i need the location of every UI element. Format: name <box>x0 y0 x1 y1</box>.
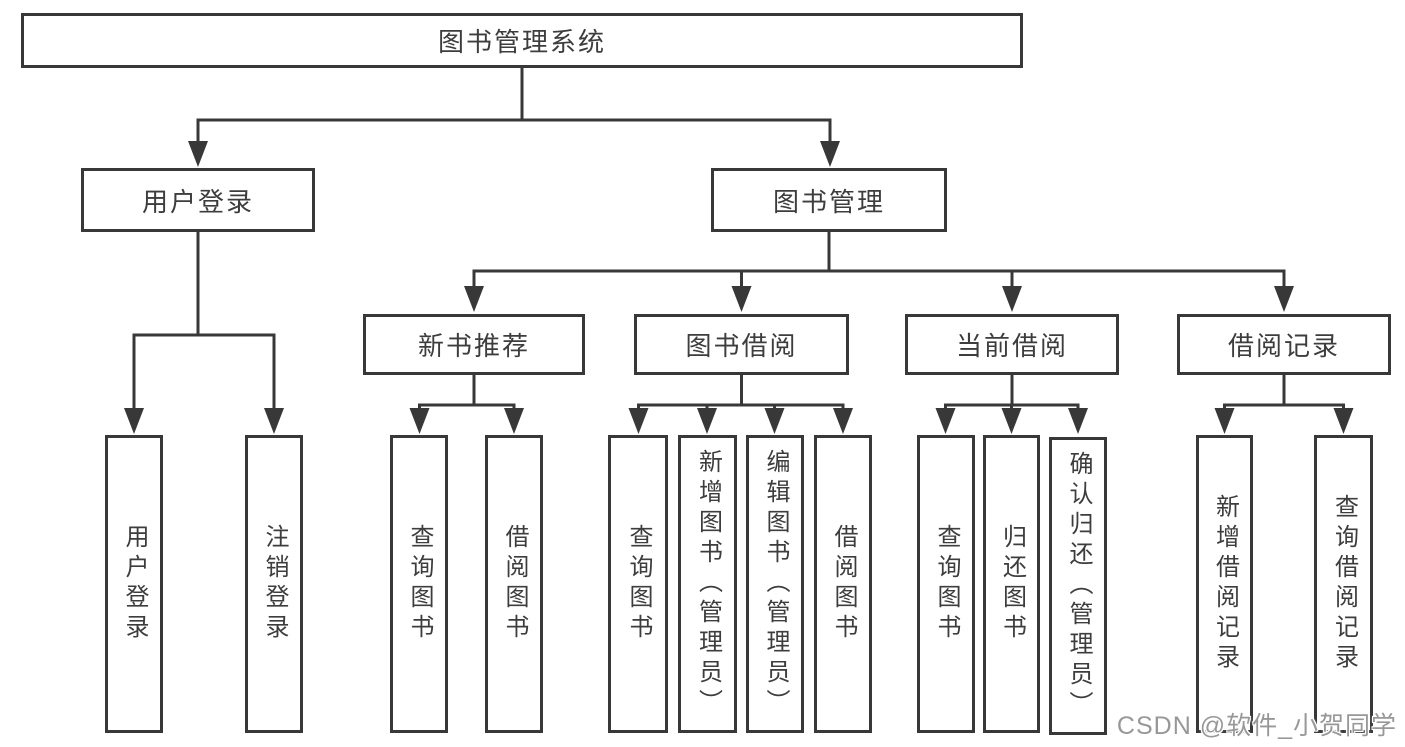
leaf-confirm-return-admin: 确认归还（管理员） <box>1049 437 1107 735</box>
node-user-login: 用户登录 <box>81 168 315 232</box>
node-label: 当前借阅 <box>955 331 1068 361</box>
leaf-label: 新增借阅记录 <box>1211 494 1239 674</box>
leaf-label: 确认归还（管理员） <box>1065 451 1092 721</box>
leaf-add-borrow-record: 新增借阅记录 <box>1196 435 1253 733</box>
leaf-label: 新增图书（管理员） <box>694 449 722 719</box>
arrowheads <box>124 141 1354 434</box>
leaf-query-borrow-record: 查询借阅记录 <box>1314 435 1373 733</box>
leaf-label: 注销登录 <box>261 524 288 644</box>
node-label: 用户登录 <box>141 186 254 217</box>
csdn-watermark: CSDN @软件_小贺同学 <box>1116 712 1397 740</box>
node-label: 新书推荐 <box>417 331 530 361</box>
leaf-label: 用户登录 <box>121 524 148 644</box>
leaf-label: 借阅图书 <box>830 524 857 644</box>
leaf-return-books: 归还图书 <box>983 435 1040 733</box>
node-borrowing-records: 借阅记录 <box>1177 314 1391 375</box>
connector-current-borrow-to-leaves <box>944 375 1080 412</box>
connector-new-books-to-leaves <box>418 375 516 412</box>
node-label: 图书管理系统 <box>437 27 606 57</box>
connector-borrow-records-to-leaves <box>1223 375 1345 412</box>
leaf-user-login: 用户登录 <box>105 435 163 733</box>
node-book-management: 图书管理 <box>711 168 947 232</box>
leaf-query-books-borrow: 查询图书 <box>608 435 668 733</box>
leaf-label: 查询图书 <box>625 524 652 644</box>
leaf-borrow-books: 借阅图书 <box>814 435 872 733</box>
leaf-label: 借阅图书 <box>501 524 528 644</box>
leaf-label: 查询图书 <box>933 524 960 644</box>
leaf-label: 编辑图书（管理员） <box>762 449 789 719</box>
node-label: 借阅记录 <box>1227 331 1340 361</box>
leaf-label: 查询借阅记录 <box>1330 494 1358 674</box>
leaf-label: 归还图书 <box>998 524 1026 644</box>
node-label: 图书借阅 <box>685 331 798 361</box>
leaf-add-books-admin: 新增图书（管理员） <box>678 435 737 733</box>
leaf-query-books-recommend: 查询图书 <box>390 435 448 733</box>
leaf-edit-books-admin: 编辑图书（管理员） <box>746 435 804 733</box>
leaf-label: 查询图书 <box>406 524 433 644</box>
node-library-management-system: 图书管理系统 <box>21 13 1023 68</box>
connector-book-borrow-to-leaves <box>637 375 845 412</box>
leaf-logout: 注销登录 <box>245 435 303 733</box>
connector-book-mgmt-to-level3 <box>472 232 1286 290</box>
leaf-borrow-books-recommend: 借阅图书 <box>485 435 543 733</box>
connector-root-to-level2 <box>196 68 832 145</box>
connector-user-login-to-leaves <box>132 232 276 412</box>
node-label: 图书管理 <box>772 186 885 217</box>
node-book-borrowing: 图书借阅 <box>634 314 849 375</box>
leaf-query-books-current: 查询图书 <box>917 435 975 733</box>
node-current-borrowing: 当前借阅 <box>905 314 1119 375</box>
node-new-book-recommend: 新书推荐 <box>363 314 585 375</box>
